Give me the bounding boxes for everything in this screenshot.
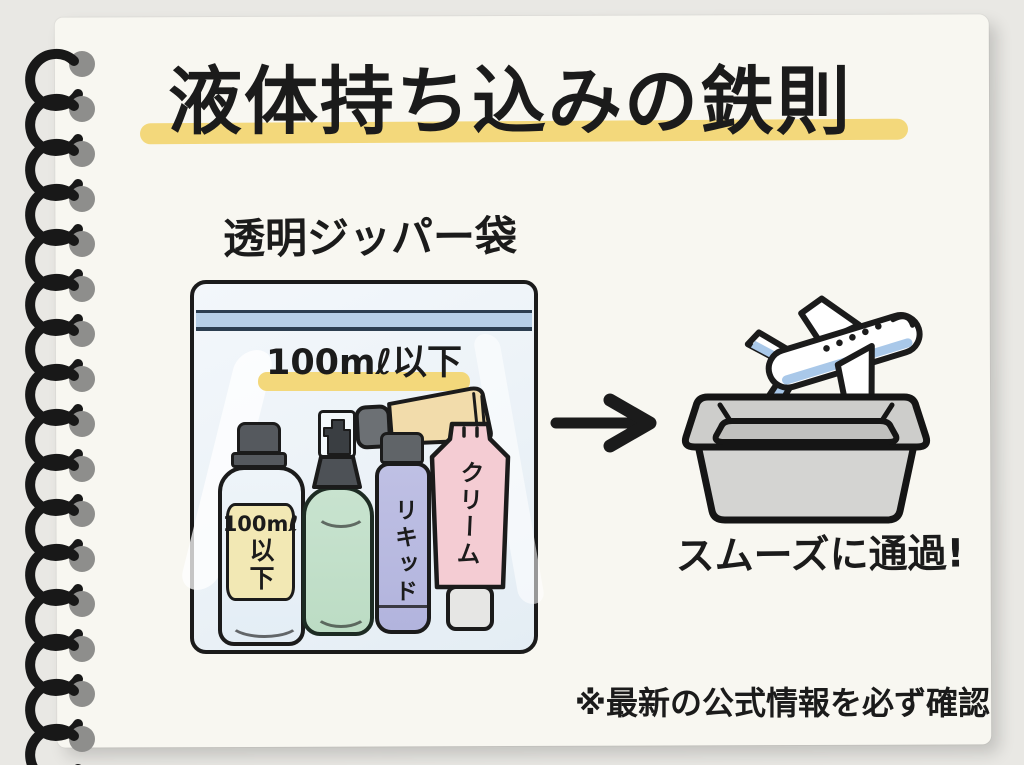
- pump-collar: [312, 455, 362, 489]
- plane-cockpit: [890, 314, 915, 328]
- cream-tube-cap: [446, 585, 494, 631]
- clear-bottle-label: 100mℓ 以下: [223, 503, 298, 601]
- pump-nozzle: [323, 419, 351, 455]
- arrow-right-icon: [550, 393, 657, 453]
- bag-label: 透明ジッパー袋: [222, 211, 518, 264]
- bag-zipper-line: [196, 310, 532, 331]
- liquid-spray-label: リキッド: [390, 498, 417, 606]
- liquid-spray-cap: [380, 432, 424, 464]
- limit-highlight: [258, 372, 470, 391]
- tray-front: [694, 441, 918, 524]
- pump-bottle: [302, 486, 374, 636]
- limit-label: 100mℓ以下: [265, 343, 463, 383]
- airplane-icon: [744, 295, 923, 427]
- footnote: ※最新の公式情報を必ず確認: [574, 684, 990, 722]
- bottle-label-line2: 以下: [246, 536, 275, 593]
- page-title: 液体持ち込みの鉄則: [168, 59, 852, 145]
- bottle-label-line1: 100mℓ: [222, 511, 299, 536]
- clear-bottle-cap-ring: [231, 452, 287, 468]
- cream-tube-crimp: [462, 426, 479, 438]
- plane-windows: [823, 322, 882, 352]
- result-text: スムーズに通過!: [675, 531, 965, 580]
- liquid-spray: リキッド: [375, 462, 431, 634]
- cream-tube-label: クリーム: [451, 459, 485, 569]
- security-tray-icon: [681, 393, 931, 524]
- tray-floor: [712, 418, 900, 445]
- clear-bottle: 100mℓ 以下: [218, 466, 305, 646]
- clear-bottle-cap: [237, 422, 281, 454]
- zipper-bag: 100mℓ以下 100mℓ 以下 リキッド: [190, 280, 538, 654]
- cream-tube: [429, 421, 511, 631]
- cream-tube-body: [429, 421, 511, 590]
